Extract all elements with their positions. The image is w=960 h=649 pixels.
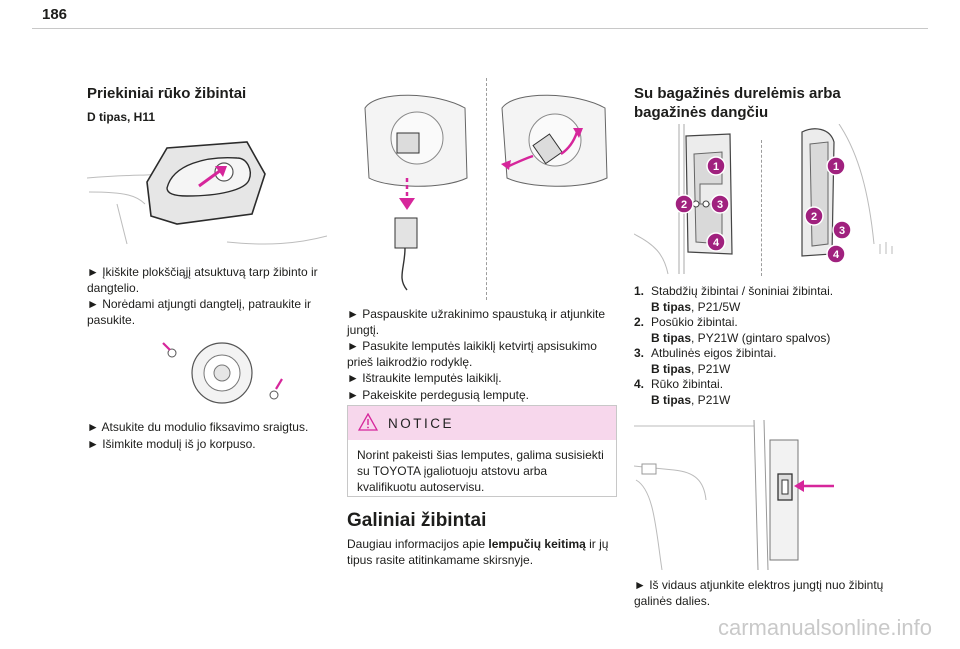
subheading-type-d: D tipas, H11 (87, 110, 156, 124)
rear-lamp-callout-illustration: 1 2 3 4 1 2 3 4 (634, 124, 893, 275)
step-insert-screwdriver: ► Įkiškite plokščiąjį atsuktuvą tarp žib… (87, 265, 318, 295)
list-item: 2. Posūkio žibintai. B tipas, PY21W (gin… (634, 315, 831, 345)
step-replace-bulb: ► Pakeiskite perdegusią lemputę. (347, 387, 529, 402)
page-number: 186 (42, 6, 68, 23)
callout-2-left: 2 (681, 199, 687, 211)
illustration-divider (486, 78, 487, 300)
more-info-text: Daugiau informacijos apie lempučių keiti… (347, 537, 609, 567)
section-heading-rear-lights: Galiniai žibintai (347, 510, 487, 531)
step-disconnect-cover: ► Norėdami atjungti dangtelį, patraukite… (87, 297, 311, 327)
bulb-holder-illustration (364, 94, 608, 291)
step-disconnect-rear: ► Iš vidaus atjunkite elektros jungtį nu… (634, 578, 884, 608)
callout-4-left: 4 (713, 237, 720, 249)
step-pull-holder: ► Ištraukite lemputės laikiklį. (347, 371, 502, 385)
section-heading-fog-lights: Priekiniai rūko žibintai (87, 85, 247, 102)
callout-1-right: 1 (833, 161, 839, 173)
notice-text: Norint pakeisti šias lemputes, galima su… (357, 448, 604, 494)
callout-3-right: 3 (839, 225, 845, 237)
list-item: 1. Stabdžių žibintai / šoniniai žibintai… (634, 284, 834, 314)
callout-4-right: 4 (833, 249, 840, 261)
notice-box: NOTICE Norint pakeisti šias lemputes, ga… (347, 405, 617, 497)
list-item: 4. Rūko žibintai. B tipas, P21W (634, 377, 731, 407)
bulb-list: 1. Stabdžių žibintai / šoniniai žibintai… (634, 284, 884, 408)
list-item: 3. Atbulinės eigos žibintai. B tipas, P2… (634, 346, 777, 376)
notice-title: NOTICE (388, 416, 455, 431)
rear-connector-illustration (634, 420, 834, 570)
step-press-clip: ► Paspauskite užrakinimo spaustuką ir at… (347, 307, 605, 337)
illustration-divider-right (761, 140, 762, 276)
step-turn-holder: ► Pasukite lemputės laikiklį ketvirtį ap… (347, 339, 597, 369)
step-remove-module: ► Išimkite modulį iš jo korpuso. (87, 436, 256, 451)
watermark: carmanualsonline.info (717, 615, 932, 640)
header-rule (32, 28, 928, 29)
notice-header: NOTICE (348, 406, 616, 440)
callout-3-left: 3 (717, 199, 723, 211)
callout-1-left: 1 (713, 161, 719, 173)
fog-light-cover-illustration (87, 141, 327, 245)
step-unscrew-screws: ► Atsukite du modulio fiksavimo sraigtus… (87, 420, 309, 434)
callout-2-right: 2 (811, 211, 817, 223)
warning-icon (358, 413, 378, 431)
fog-light-module-illustration (162, 342, 283, 404)
